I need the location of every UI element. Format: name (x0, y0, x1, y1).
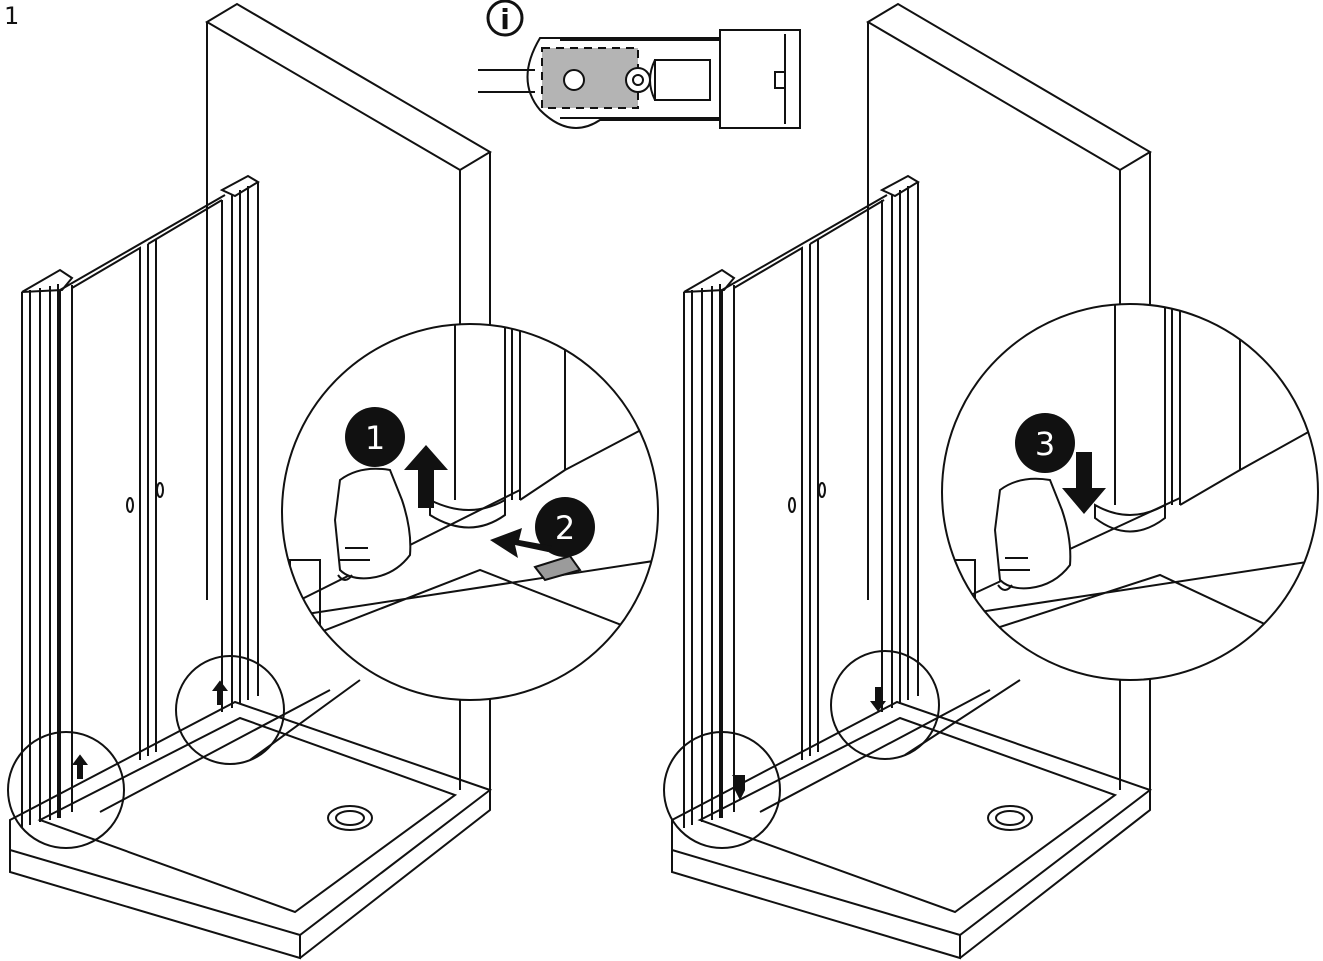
info-icon-letter: i (500, 3, 510, 36)
left-assembly (7, 2, 493, 960)
info-highlight (541, 47, 639, 109)
right-assembly (663, 2, 1153, 960)
hand (333, 467, 412, 580)
info-detail: i (478, 0, 801, 129)
step-1-badge (345, 407, 405, 467)
door-panel (21, 284, 59, 828)
step-2-badge (535, 497, 595, 557)
step-3-badge (1015, 413, 1075, 473)
shower-tray (9, 700, 493, 960)
step-1-arrow-up (404, 445, 448, 508)
page-number: 1 (4, 2, 20, 30)
step-2-arrow-left (490, 528, 552, 558)
wall (205, 2, 492, 790)
hand (993, 477, 1072, 590)
step-3-arrow-down (1062, 452, 1106, 514)
zoom-right-content (949, 304, 1318, 651)
info-icon (486, 0, 524, 37)
step-1-label: 1 (365, 419, 385, 457)
door-panel (683, 284, 721, 828)
step-2-label: 2 (555, 509, 575, 547)
wall (866, 2, 1152, 790)
step-3-label: 3 (1035, 425, 1055, 463)
shower-tray (671, 700, 1153, 960)
